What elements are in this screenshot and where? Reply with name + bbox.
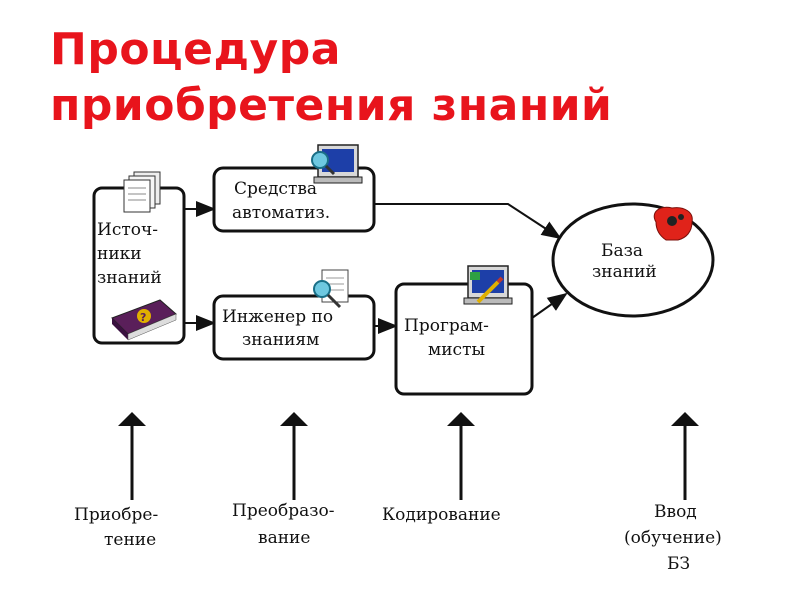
stage-arrows xyxy=(118,412,699,500)
automation-label-1: Средства xyxy=(234,179,317,199)
engineer-label-1: Инженер по xyxy=(222,307,333,327)
stage-arrow-coding xyxy=(447,412,475,500)
node-programmers: Програм- мисты xyxy=(394,265,534,396)
arrow-automation-to-kb xyxy=(374,203,562,240)
book-icon: ? xyxy=(111,299,177,341)
title-line-1: Процедура xyxy=(50,24,341,75)
sources-label-1: Источ- xyxy=(97,220,158,240)
stage-arrow-acquisition xyxy=(118,412,146,500)
node-engineer: Инженер по знаниям xyxy=(212,269,376,361)
stage-arrow-transformation xyxy=(280,412,308,500)
sources-label-2: ники xyxy=(97,244,142,264)
stage-2-label-2: вание xyxy=(258,528,310,548)
title-line-2: приобретения знаний xyxy=(50,80,613,131)
stage-arrow-input xyxy=(671,412,699,500)
computer-pencil-icon xyxy=(463,265,513,305)
stage-3-label-1: Кодирование xyxy=(382,505,501,525)
automation-label-2: автоматиз. xyxy=(232,203,330,223)
head-gear-icon xyxy=(653,206,693,241)
kb-label-1: База xyxy=(601,241,643,261)
stage-2-label-1: Преобразо- xyxy=(232,501,335,521)
svg-text:?: ? xyxy=(140,311,146,324)
connectors xyxy=(184,201,568,334)
engineer-label-2: знаниям xyxy=(242,330,319,350)
node-sources: Источ- ники знаний ? xyxy=(92,171,186,345)
stage-labels: Приобре- тение Преобразо- вание Кодирова… xyxy=(74,501,722,574)
stage-4-label-3: БЗ xyxy=(667,554,690,574)
node-knowledge-base: База знаний xyxy=(551,202,715,318)
document-stack-icon xyxy=(123,171,161,213)
programmers-label-1: Програм- xyxy=(404,316,489,336)
computer-magnifier-icon xyxy=(311,144,363,184)
document-magnifier-icon xyxy=(313,269,349,309)
stage-1-label-2: тение xyxy=(104,530,156,550)
stage-4-label-1: Ввод xyxy=(654,502,697,522)
stage-1-label-1: Приобре- xyxy=(74,505,158,525)
arrow-programmers-to-kb xyxy=(531,292,568,319)
kb-label-2: знаний xyxy=(592,262,657,282)
node-automation: Средства автоматиз. xyxy=(212,144,376,233)
programmers-label-2: мисты xyxy=(428,340,485,360)
sources-label-3: знаний xyxy=(97,268,162,288)
page-title: Процедура приобретения знаний xyxy=(50,22,612,134)
stage-4-label-2: (обучение) xyxy=(624,528,722,548)
